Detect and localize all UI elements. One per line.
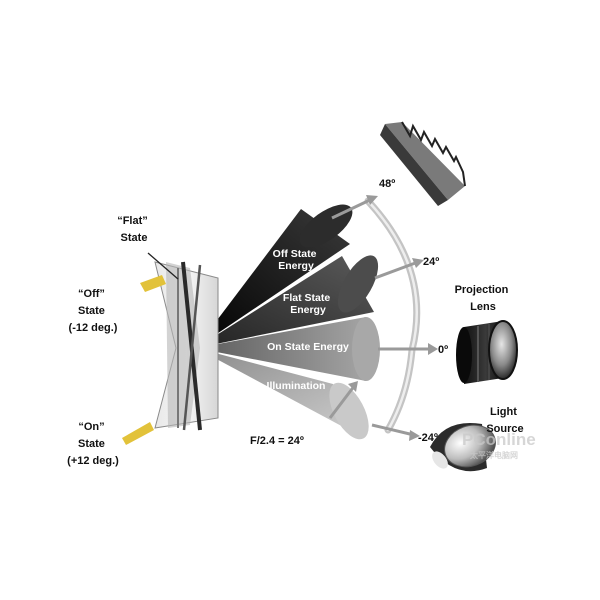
- flat-leader-line: [147, 252, 179, 280]
- angle-24-label: 24º: [423, 256, 439, 268]
- on-state-label: “On” State (+12 deg.): [67, 421, 119, 467]
- angle-arc: [364, 197, 421, 434]
- illumination-cone: [196, 348, 369, 440]
- flat-state-label: “Flat” State: [117, 215, 151, 244]
- angle-arrowheads: [348, 195, 438, 441]
- watermark-subtitle: 太平洋电脑网: [469, 450, 518, 460]
- flat-state-energy-label: Flat State Energy: [283, 292, 333, 316]
- light-absorber: [380, 121, 466, 206]
- illumination-label: Illumination: [267, 380, 326, 392]
- light-source-graphic: [430, 422, 496, 472]
- projection-lens-graphic: [456, 320, 518, 384]
- dmd-mirror: [122, 261, 219, 445]
- angle-neg24-label: -24º: [418, 432, 438, 444]
- flat-state-cone: [196, 255, 379, 348]
- projection-lens-label: Projection Lens: [455, 284, 512, 313]
- on-state-energy-label: On State Energy: [267, 341, 349, 353]
- angle-48-label: 48º: [379, 178, 395, 190]
- off-state-label: “Off” State (-12 deg.): [69, 288, 118, 334]
- light-source-label: Light Source: [486, 406, 523, 435]
- angle-0-label: 0º: [438, 344, 448, 356]
- f-number-label: F/2.4 = 24º: [250, 435, 304, 447]
- watermark-brand: PConline: [462, 430, 536, 449]
- off-state-energy-label: Off State Energy: [273, 248, 320, 272]
- on-state-cone: [196, 317, 380, 381]
- angle-markers: [328, 197, 432, 437]
